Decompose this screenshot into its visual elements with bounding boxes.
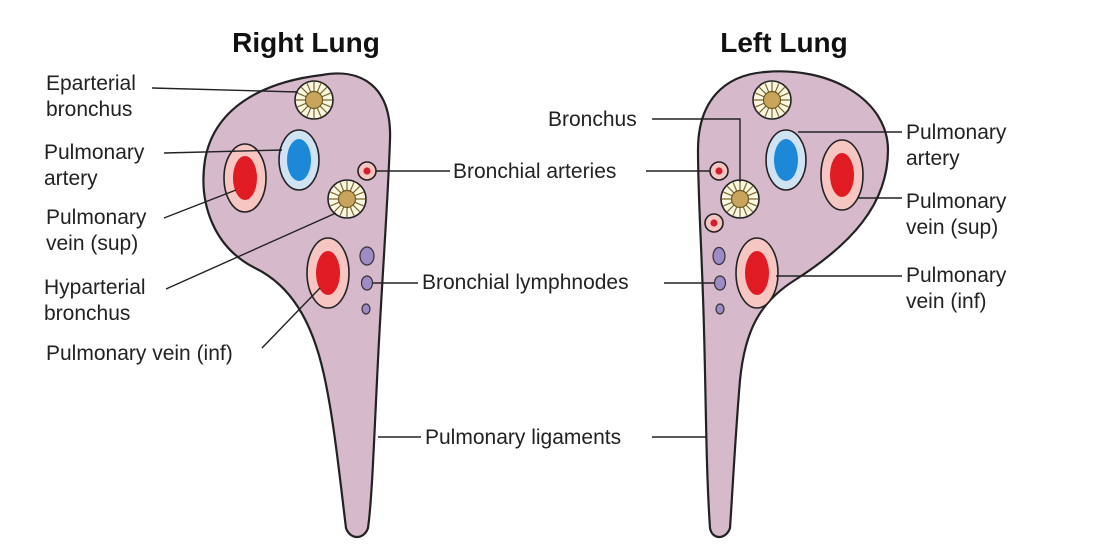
right-pulmonary-vein-sup-icon <box>233 156 257 200</box>
right-lymph-node-1 <box>359 246 375 266</box>
left-lymph-node-3 <box>715 303 725 315</box>
right-vein-sup-label-line1: Pulmonary <box>46 206 147 229</box>
left-bronchus-top-icon <box>752 80 792 120</box>
left-lymph-node-2 <box>713 275 727 291</box>
right-lung-title: Right Lung <box>232 27 380 58</box>
left-vein-sup-label-line2: vein (sup) <box>906 216 998 239</box>
hyparterial-label-line2: bronchus <box>44 302 130 325</box>
right-lung-hilum <box>202 72 392 539</box>
eparterial-label-line1: Eparterial <box>46 72 136 95</box>
right-pulmonary-artery-icon <box>287 139 311 181</box>
left-pulmonary-artery-icon <box>774 139 798 181</box>
eparterial-label-line2: bronchus <box>46 98 132 121</box>
bronchial-arteries-label: Bronchial arteries <box>453 160 616 183</box>
left-vein-inf-label-line2: vein (inf) <box>906 290 987 313</box>
right-lymph-node-3 <box>361 303 371 315</box>
right-pulmonary-vein-inf-icon <box>316 251 340 295</box>
bronchus-label: Bronchus <box>548 108 637 131</box>
left-bronchus-icon <box>720 179 760 219</box>
right-hyparterial-bronchus-icon <box>327 179 367 219</box>
right-vein-inf-label: Pulmonary vein (inf) <box>46 342 233 365</box>
left-vein-sup-label-line1: Pulmonary <box>906 190 1007 213</box>
right-vein-sup-label-line2: vein (sup) <box>46 232 138 255</box>
bronchial-lymphnodes-label: Bronchial lymphnodes <box>422 271 629 294</box>
right-eparterial-bronchus-icon <box>294 80 334 120</box>
left-lymph-node-1 <box>712 246 726 266</box>
left-artery-label-line1: Pulmonary <box>906 121 1007 144</box>
right-artery-label-line1: Pulmonary <box>44 141 145 164</box>
right-artery-label-line2: artery <box>44 167 98 190</box>
left-pulmonary-vein-inf-icon <box>745 251 769 295</box>
hyparterial-label-line1: Hyparterial <box>44 276 146 299</box>
left-pulmonary-vein-sup-icon <box>830 153 854 197</box>
right-lymph-node-2 <box>360 275 374 291</box>
left-artery-label-line2: artery <box>906 147 960 170</box>
left-lung-hilum <box>696 70 890 539</box>
left-lung-title: Left Lung <box>720 27 848 58</box>
left-vein-inf-label-line1: Pulmonary <box>906 264 1007 287</box>
pulmonary-ligaments-label: Pulmonary ligaments <box>425 426 621 449</box>
